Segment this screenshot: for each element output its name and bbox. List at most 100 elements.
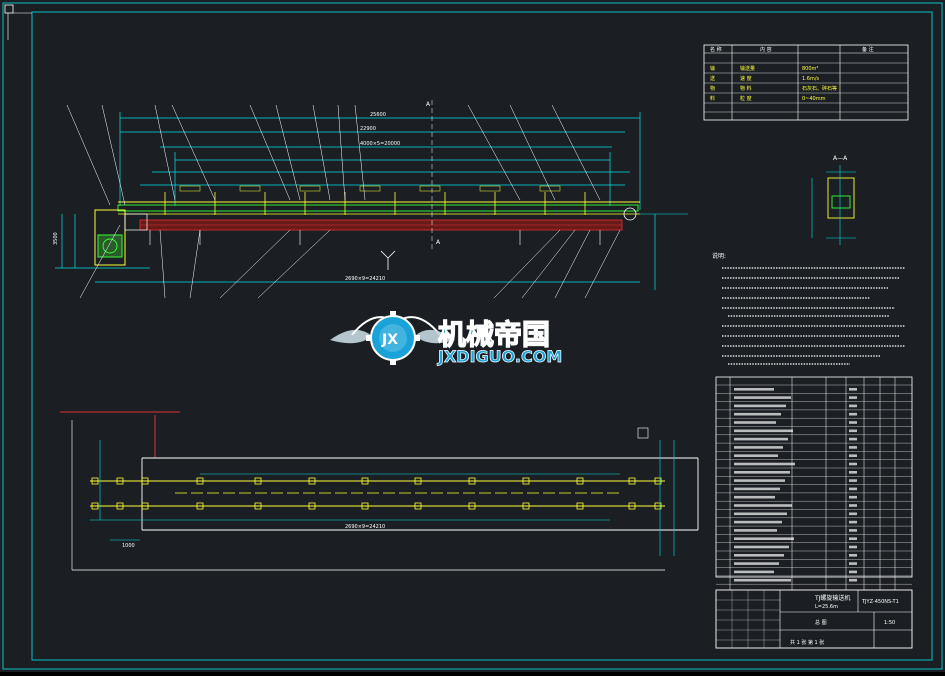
parts-list-qty xyxy=(849,437,857,441)
support-post xyxy=(468,477,476,485)
support-post xyxy=(654,502,662,510)
parts-list-qty xyxy=(849,562,857,565)
parts-list-entry xyxy=(734,512,787,516)
parts-list-entry xyxy=(734,437,788,441)
parts-list-entry xyxy=(734,454,778,457)
watermark: JX 机械帝国 JXDIGUO.COM xyxy=(330,311,563,366)
spec-row-4-key: 料 xyxy=(710,95,715,102)
spec-row-2-label: 速 度 xyxy=(740,75,752,82)
support-post xyxy=(91,502,99,510)
parts-list-qty xyxy=(849,570,857,574)
parts-list-entry xyxy=(734,537,794,540)
technical-notes: 说明: xyxy=(712,252,905,365)
parts-list-qty xyxy=(849,520,857,524)
parts-list-qty xyxy=(849,495,857,499)
parts-list-qty xyxy=(849,554,857,557)
parts-list-entry xyxy=(734,562,779,565)
spec-header-remark: 备 注 xyxy=(862,46,874,53)
section-a-a: A—A xyxy=(811,155,856,245)
support-post xyxy=(576,477,584,485)
title-block: TJ螺旋输送机 L=25.6m TJYZ-450NS-T1 总 图 共 1 张 … xyxy=(715,589,913,649)
emblem-letters: JX xyxy=(381,332,398,348)
overall-length-dim: 25600 xyxy=(370,112,386,118)
parts-list-qty xyxy=(849,487,857,491)
spec-row-3-key: 物 xyxy=(710,85,715,92)
parts-list xyxy=(715,376,913,590)
elevation-view: 25600 22900 4000×5=20000 xyxy=(53,100,688,299)
parts-list-entry xyxy=(734,446,783,449)
spec-row-2-key: 送 xyxy=(710,75,715,82)
parts-list-qty xyxy=(849,537,857,540)
support-post xyxy=(628,477,636,485)
bottom-span-dim: 2690×9=24210 xyxy=(345,276,385,282)
support-post xyxy=(141,502,149,510)
spec-row-1-key: 输 xyxy=(710,65,715,72)
support-post xyxy=(522,477,530,485)
parts-list-qty xyxy=(849,529,857,532)
parts-list-entry xyxy=(734,429,793,433)
section-label: A—A xyxy=(833,155,848,162)
plan-span-dim: 2690×9=24210 xyxy=(345,524,385,530)
parts-list-qty xyxy=(849,462,857,466)
parts-list-qty xyxy=(849,454,857,457)
support-post xyxy=(308,477,316,485)
support-post xyxy=(576,502,584,510)
top-span-dim: 22900 xyxy=(360,126,376,132)
spec-header-content: 内 容 xyxy=(760,46,772,53)
spec-row-3-label: 物 料 xyxy=(740,85,752,92)
side-width-dim: 1000 xyxy=(122,543,135,549)
support-post xyxy=(361,502,369,510)
parts-list-qty xyxy=(849,412,857,416)
support-post xyxy=(196,502,204,510)
parts-list-qty xyxy=(849,388,857,391)
parts-list-qty xyxy=(849,479,857,482)
parts-list-entry xyxy=(734,545,789,549)
parts-list-entry xyxy=(734,487,780,491)
parts-list-entry xyxy=(734,570,774,574)
parts-list-entry xyxy=(734,471,790,474)
parts-list-entry xyxy=(734,421,776,424)
spec-table: 名 称 内 容 备 注 输 输送量 800m³ 送 速 度 1.6m/s 物 物… xyxy=(703,44,909,121)
parts-list-entry xyxy=(734,396,791,399)
spec-row-4-value: 0~40mm xyxy=(802,96,826,102)
parts-list-entry xyxy=(734,412,781,416)
spec-row-4-label: 粒 度 xyxy=(740,95,752,102)
cut-label-bottom: A xyxy=(436,239,441,246)
parts-list-entry xyxy=(734,404,786,408)
support-post xyxy=(522,502,530,510)
plan-view: 2690×9=24210 1000 xyxy=(60,411,699,571)
support-post xyxy=(654,477,662,485)
parts-list-entry xyxy=(734,495,775,499)
parts-list-qty xyxy=(849,512,857,516)
support-post xyxy=(414,477,422,485)
parts-list-entry xyxy=(734,520,782,524)
parts-list-entry xyxy=(734,462,795,466)
support-post xyxy=(254,502,262,510)
watermark-brand-cn: 机械帝国 xyxy=(438,318,550,351)
title-subtitle: L=25.6m xyxy=(815,604,838,610)
corner-mark xyxy=(4,4,14,14)
parts-list-entry xyxy=(734,529,777,532)
watermark-brand-en: JXDIGUO.COM xyxy=(437,347,562,366)
spec-row-1-value: 800m³ xyxy=(802,66,818,72)
support-post xyxy=(414,502,422,510)
support-post xyxy=(468,502,476,510)
spec-row-2-value: 1.6m/s xyxy=(802,76,820,82)
cut-label-top: A xyxy=(426,101,431,108)
title-text: TJ螺旋输送机 xyxy=(814,594,850,602)
parts-list-qty xyxy=(849,446,857,449)
parts-list-qty xyxy=(849,421,857,424)
view-name: 总 图 xyxy=(815,619,827,626)
parts-list-qty xyxy=(849,471,857,474)
parts-list-qty xyxy=(849,404,857,408)
inner-frame xyxy=(31,11,933,661)
drawing-number: TJYZ-450NS-T1 xyxy=(861,599,899,605)
parts-list-qty xyxy=(849,396,857,399)
gear-emblem-icon: JX xyxy=(330,311,455,365)
parts-list-qty xyxy=(849,578,857,582)
support-post xyxy=(91,477,99,485)
support-post xyxy=(116,477,124,485)
